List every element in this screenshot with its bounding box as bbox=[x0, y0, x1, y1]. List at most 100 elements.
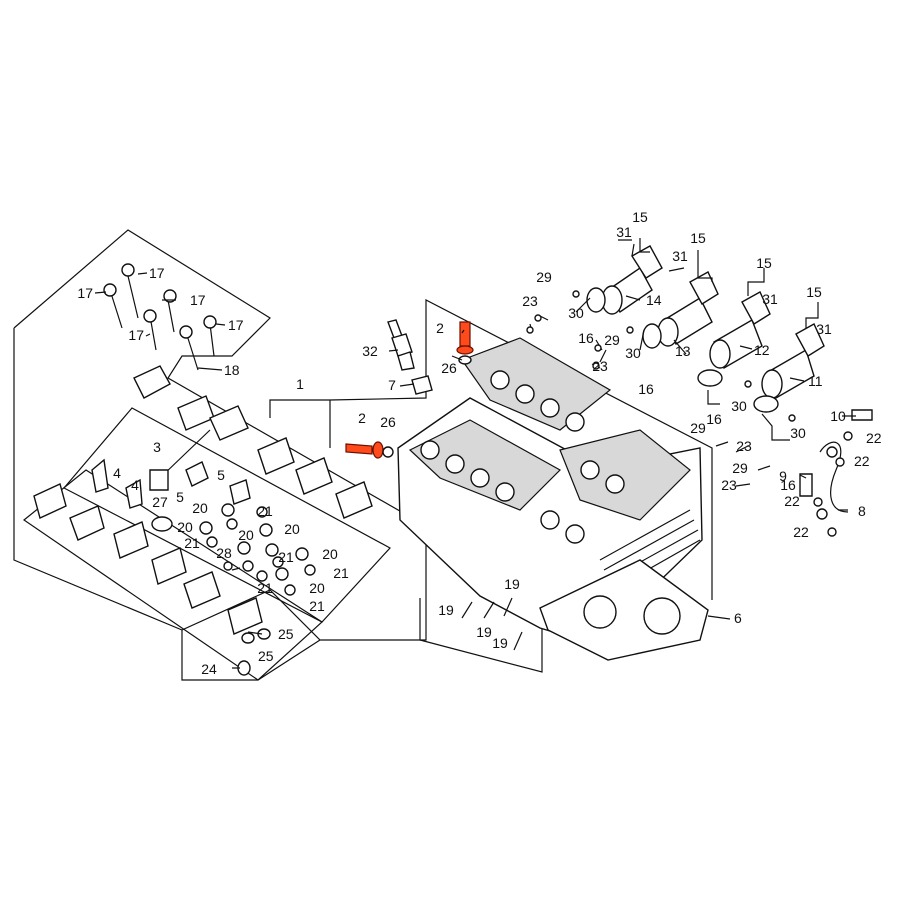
outline-camshaft-holder-group bbox=[13, 229, 427, 681]
callout-label: 9 bbox=[779, 468, 787, 484]
stud-bolt-lower bbox=[345, 443, 373, 455]
clamps bbox=[586, 245, 825, 413]
head-fins bbox=[599, 509, 701, 591]
callout-label: 20 bbox=[192, 500, 208, 516]
callout-label: 22 bbox=[866, 430, 882, 446]
callout-label: 31 bbox=[816, 321, 832, 337]
oil-pipe-line bbox=[819, 441, 849, 513]
callout-label: 19 bbox=[476, 624, 492, 640]
callout-label: 5 bbox=[176, 489, 184, 505]
callout-label: 4 bbox=[131, 477, 139, 493]
callout-label: 11 bbox=[808, 373, 823, 389]
callout-label: 17 bbox=[77, 285, 93, 301]
callout-label: 25 bbox=[258, 648, 274, 664]
callout-label: 17 bbox=[190, 292, 206, 308]
callout-label: 23 bbox=[721, 477, 737, 493]
callout-label: 20 bbox=[309, 580, 325, 596]
outline-head-group bbox=[269, 299, 713, 600]
callout-label: 15 bbox=[806, 284, 822, 300]
callout-label: 5 bbox=[217, 467, 225, 483]
callout-label: 30 bbox=[790, 425, 806, 441]
callout-label: 21 bbox=[257, 503, 273, 519]
callout-label: 20 bbox=[177, 519, 193, 535]
callout-label: 30 bbox=[568, 305, 584, 321]
group-outlines bbox=[13, 229, 713, 681]
callout-label: 12 bbox=[754, 342, 770, 358]
callout-label: 17 bbox=[128, 327, 144, 343]
callout-label: 20 bbox=[284, 521, 300, 537]
spark-plug bbox=[387, 319, 415, 371]
callout-label: 24 bbox=[201, 661, 217, 677]
callout-label: 16 bbox=[638, 381, 654, 397]
head-cam-bank-right bbox=[559, 429, 691, 521]
callout-label: 15 bbox=[632, 209, 648, 225]
callout-label: 22 bbox=[793, 524, 809, 540]
oil-pipe bbox=[799, 409, 873, 537]
outline-rocker-group bbox=[63, 407, 391, 623]
cam-bearing-bosses bbox=[420, 370, 625, 544]
rocker-parts bbox=[91, 429, 271, 676]
callout-label: 2 bbox=[436, 320, 444, 336]
callout-label: 31 bbox=[762, 291, 778, 307]
callout-label: 31 bbox=[672, 248, 688, 264]
callout-label: 21 bbox=[333, 565, 349, 581]
callout-label: 21 bbox=[278, 549, 294, 565]
head-rear-bank bbox=[461, 337, 612, 431]
callout-label: 29 bbox=[732, 460, 748, 476]
callout-label: 15 bbox=[756, 255, 772, 271]
callout-label: 19 bbox=[438, 602, 454, 618]
callout-label: 26 bbox=[441, 360, 457, 376]
head-gasket-plate bbox=[539, 559, 709, 661]
washers bbox=[199, 375, 433, 596]
callout-labels: 1 2 2 3 4 4 5 5 6 7 8 9 10 11 12 13 14 1… bbox=[77, 209, 881, 677]
callout-label: 31 bbox=[616, 224, 632, 240]
callout-label: 23 bbox=[736, 438, 752, 454]
callout-label: 17 bbox=[228, 317, 244, 333]
small-fasteners bbox=[526, 239, 796, 487]
callout-label: 19 bbox=[492, 635, 508, 651]
callout-label: 10 bbox=[830, 408, 846, 424]
callout-label: 29 bbox=[604, 332, 620, 348]
head-bolts-19 bbox=[461, 597, 523, 651]
callout-label: 16 bbox=[578, 330, 594, 346]
callout-label: 21 bbox=[257, 580, 273, 596]
camshaft-holders bbox=[33, 365, 373, 635]
callout-label: 29 bbox=[536, 269, 552, 285]
callout-label: 21 bbox=[309, 598, 325, 614]
callout-label: 26 bbox=[380, 414, 396, 430]
callout-label: 6 bbox=[734, 610, 742, 626]
callout-label: 1 bbox=[296, 376, 304, 392]
head-front-bank bbox=[408, 419, 561, 511]
holder-bolts bbox=[103, 263, 217, 371]
callout-label: 23 bbox=[592, 358, 608, 374]
callout-label: 16 bbox=[706, 411, 722, 427]
callout-label: 20 bbox=[322, 546, 338, 562]
outline-lower-holder-group bbox=[22, 469, 323, 681]
callout-label: 29 bbox=[690, 420, 706, 436]
callout-label: 30 bbox=[731, 398, 747, 414]
callout-label: 21 bbox=[184, 535, 200, 551]
callout-label: 14 bbox=[646, 292, 662, 308]
callout-label: 8 bbox=[858, 503, 866, 519]
callout-label: 4 bbox=[113, 465, 121, 481]
callout-label: 18 bbox=[224, 362, 240, 378]
callout-label: 28 bbox=[216, 545, 232, 561]
callout-label: 30 bbox=[625, 345, 641, 361]
callout-label: 3 bbox=[153, 439, 161, 455]
highlighted-parts bbox=[345, 321, 474, 459]
intake-pipes bbox=[601, 266, 815, 400]
callout-label: 25 bbox=[278, 626, 294, 642]
callout-label: 2 bbox=[358, 410, 366, 426]
callout-label: 20 bbox=[238, 527, 254, 543]
head-gasket bbox=[539, 559, 709, 661]
callout-label: 32 bbox=[362, 343, 378, 359]
callout-label: 13 bbox=[675, 343, 691, 359]
callout-label: 22 bbox=[854, 453, 870, 469]
callout-label: 27 bbox=[152, 494, 168, 510]
callout-label: 23 bbox=[522, 293, 538, 309]
callout-label: 19 bbox=[504, 576, 520, 592]
callout-label: 15 bbox=[690, 230, 706, 246]
callout-label: 22 bbox=[784, 493, 800, 509]
callout-label: 17 bbox=[149, 265, 165, 281]
